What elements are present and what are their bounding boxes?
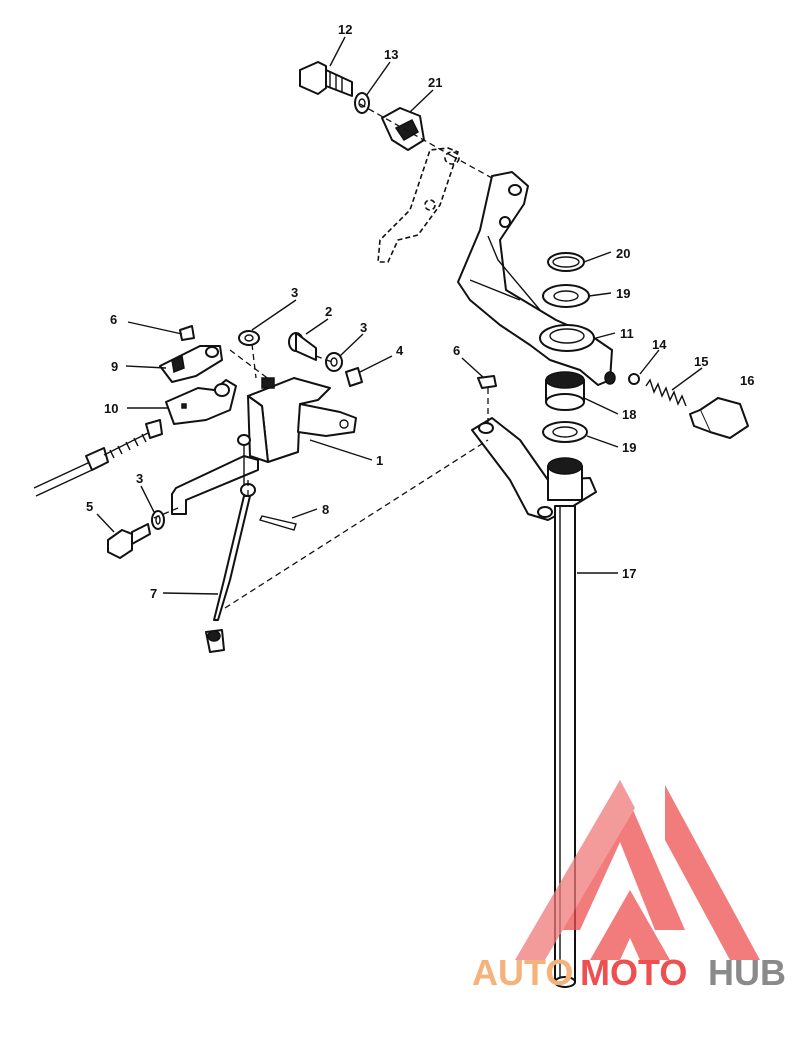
callout-5: 5 bbox=[86, 499, 93, 514]
callout-3-mid: 3 bbox=[360, 320, 367, 335]
washer-3-top bbox=[238, 330, 260, 346]
bolt-12 bbox=[299, 61, 353, 97]
callout-19-lower: 19 bbox=[622, 440, 636, 455]
washer-13 bbox=[354, 92, 370, 114]
callout-10: 10 bbox=[104, 401, 118, 416]
bolt-5 bbox=[107, 523, 151, 559]
callout-14: 14 bbox=[652, 337, 667, 352]
callout-3-bottom: 3 bbox=[136, 471, 143, 486]
callout-2: 2 bbox=[325, 304, 332, 319]
callout-1: 1 bbox=[376, 453, 383, 468]
shift-bracket-1 bbox=[247, 377, 357, 463]
callout-15: 15 bbox=[694, 354, 708, 369]
callout-17: 17 bbox=[622, 566, 636, 581]
shift-lever-11 bbox=[457, 171, 616, 386]
automotohub-watermark: AUTO MOTO HUB bbox=[472, 780, 786, 993]
leader-lines bbox=[96, 36, 703, 595]
callout-20: 20 bbox=[616, 246, 630, 261]
plug-16 bbox=[689, 397, 749, 439]
ball-14 bbox=[628, 373, 640, 385]
watermark-text-hub: HUB bbox=[708, 952, 786, 993]
callout-13: 13 bbox=[384, 47, 398, 62]
anchor-block-9 bbox=[159, 345, 223, 383]
pin-2 bbox=[288, 332, 317, 361]
snap-ring-20 bbox=[547, 252, 585, 272]
bushing-18 bbox=[545, 371, 585, 411]
link-rod-7 bbox=[205, 483, 256, 653]
callout-6-left: 6 bbox=[110, 312, 117, 327]
alignment-lines bbox=[153, 103, 493, 609]
e-clip-6-left bbox=[179, 325, 195, 341]
shift-lever-rod bbox=[171, 434, 259, 515]
cotter-pin-8 bbox=[258, 515, 297, 531]
callout-6-right: 6 bbox=[453, 343, 460, 358]
callout-12: 12 bbox=[338, 22, 352, 37]
cable-end-10 bbox=[165, 379, 237, 425]
callout-4: 4 bbox=[396, 343, 404, 358]
watermark-logo-icon bbox=[515, 780, 760, 960]
callout-11: 11 bbox=[620, 326, 634, 341]
washer-3-mid bbox=[325, 352, 343, 372]
washer-3-bottom bbox=[151, 510, 165, 530]
callout-8: 8 bbox=[322, 502, 329, 517]
callout-9: 9 bbox=[111, 359, 118, 374]
clip-21 bbox=[381, 107, 425, 151]
watermark-text-moto: MOTO bbox=[580, 952, 687, 993]
e-clip-4 bbox=[345, 367, 363, 387]
spring-15 bbox=[645, 378, 687, 407]
washer-19-upper bbox=[542, 284, 590, 308]
callout-18: 18 bbox=[622, 407, 636, 422]
e-clip-6-right bbox=[477, 375, 497, 389]
callouts: 12 13 21 20 19 11 14 15 16 18 19 17 6 3 … bbox=[86, 22, 754, 601]
shift-cable bbox=[33, 419, 163, 497]
callout-7: 7 bbox=[150, 586, 157, 601]
callout-21: 21 bbox=[428, 75, 442, 90]
callout-16: 16 bbox=[740, 373, 754, 388]
callout-3-top: 3 bbox=[291, 285, 298, 300]
watermark-text-auto: AUTO bbox=[472, 952, 573, 993]
shift-lever-ghost bbox=[377, 147, 460, 263]
callout-19-upper: 19 bbox=[616, 286, 630, 301]
washer-19-lower bbox=[542, 421, 588, 443]
